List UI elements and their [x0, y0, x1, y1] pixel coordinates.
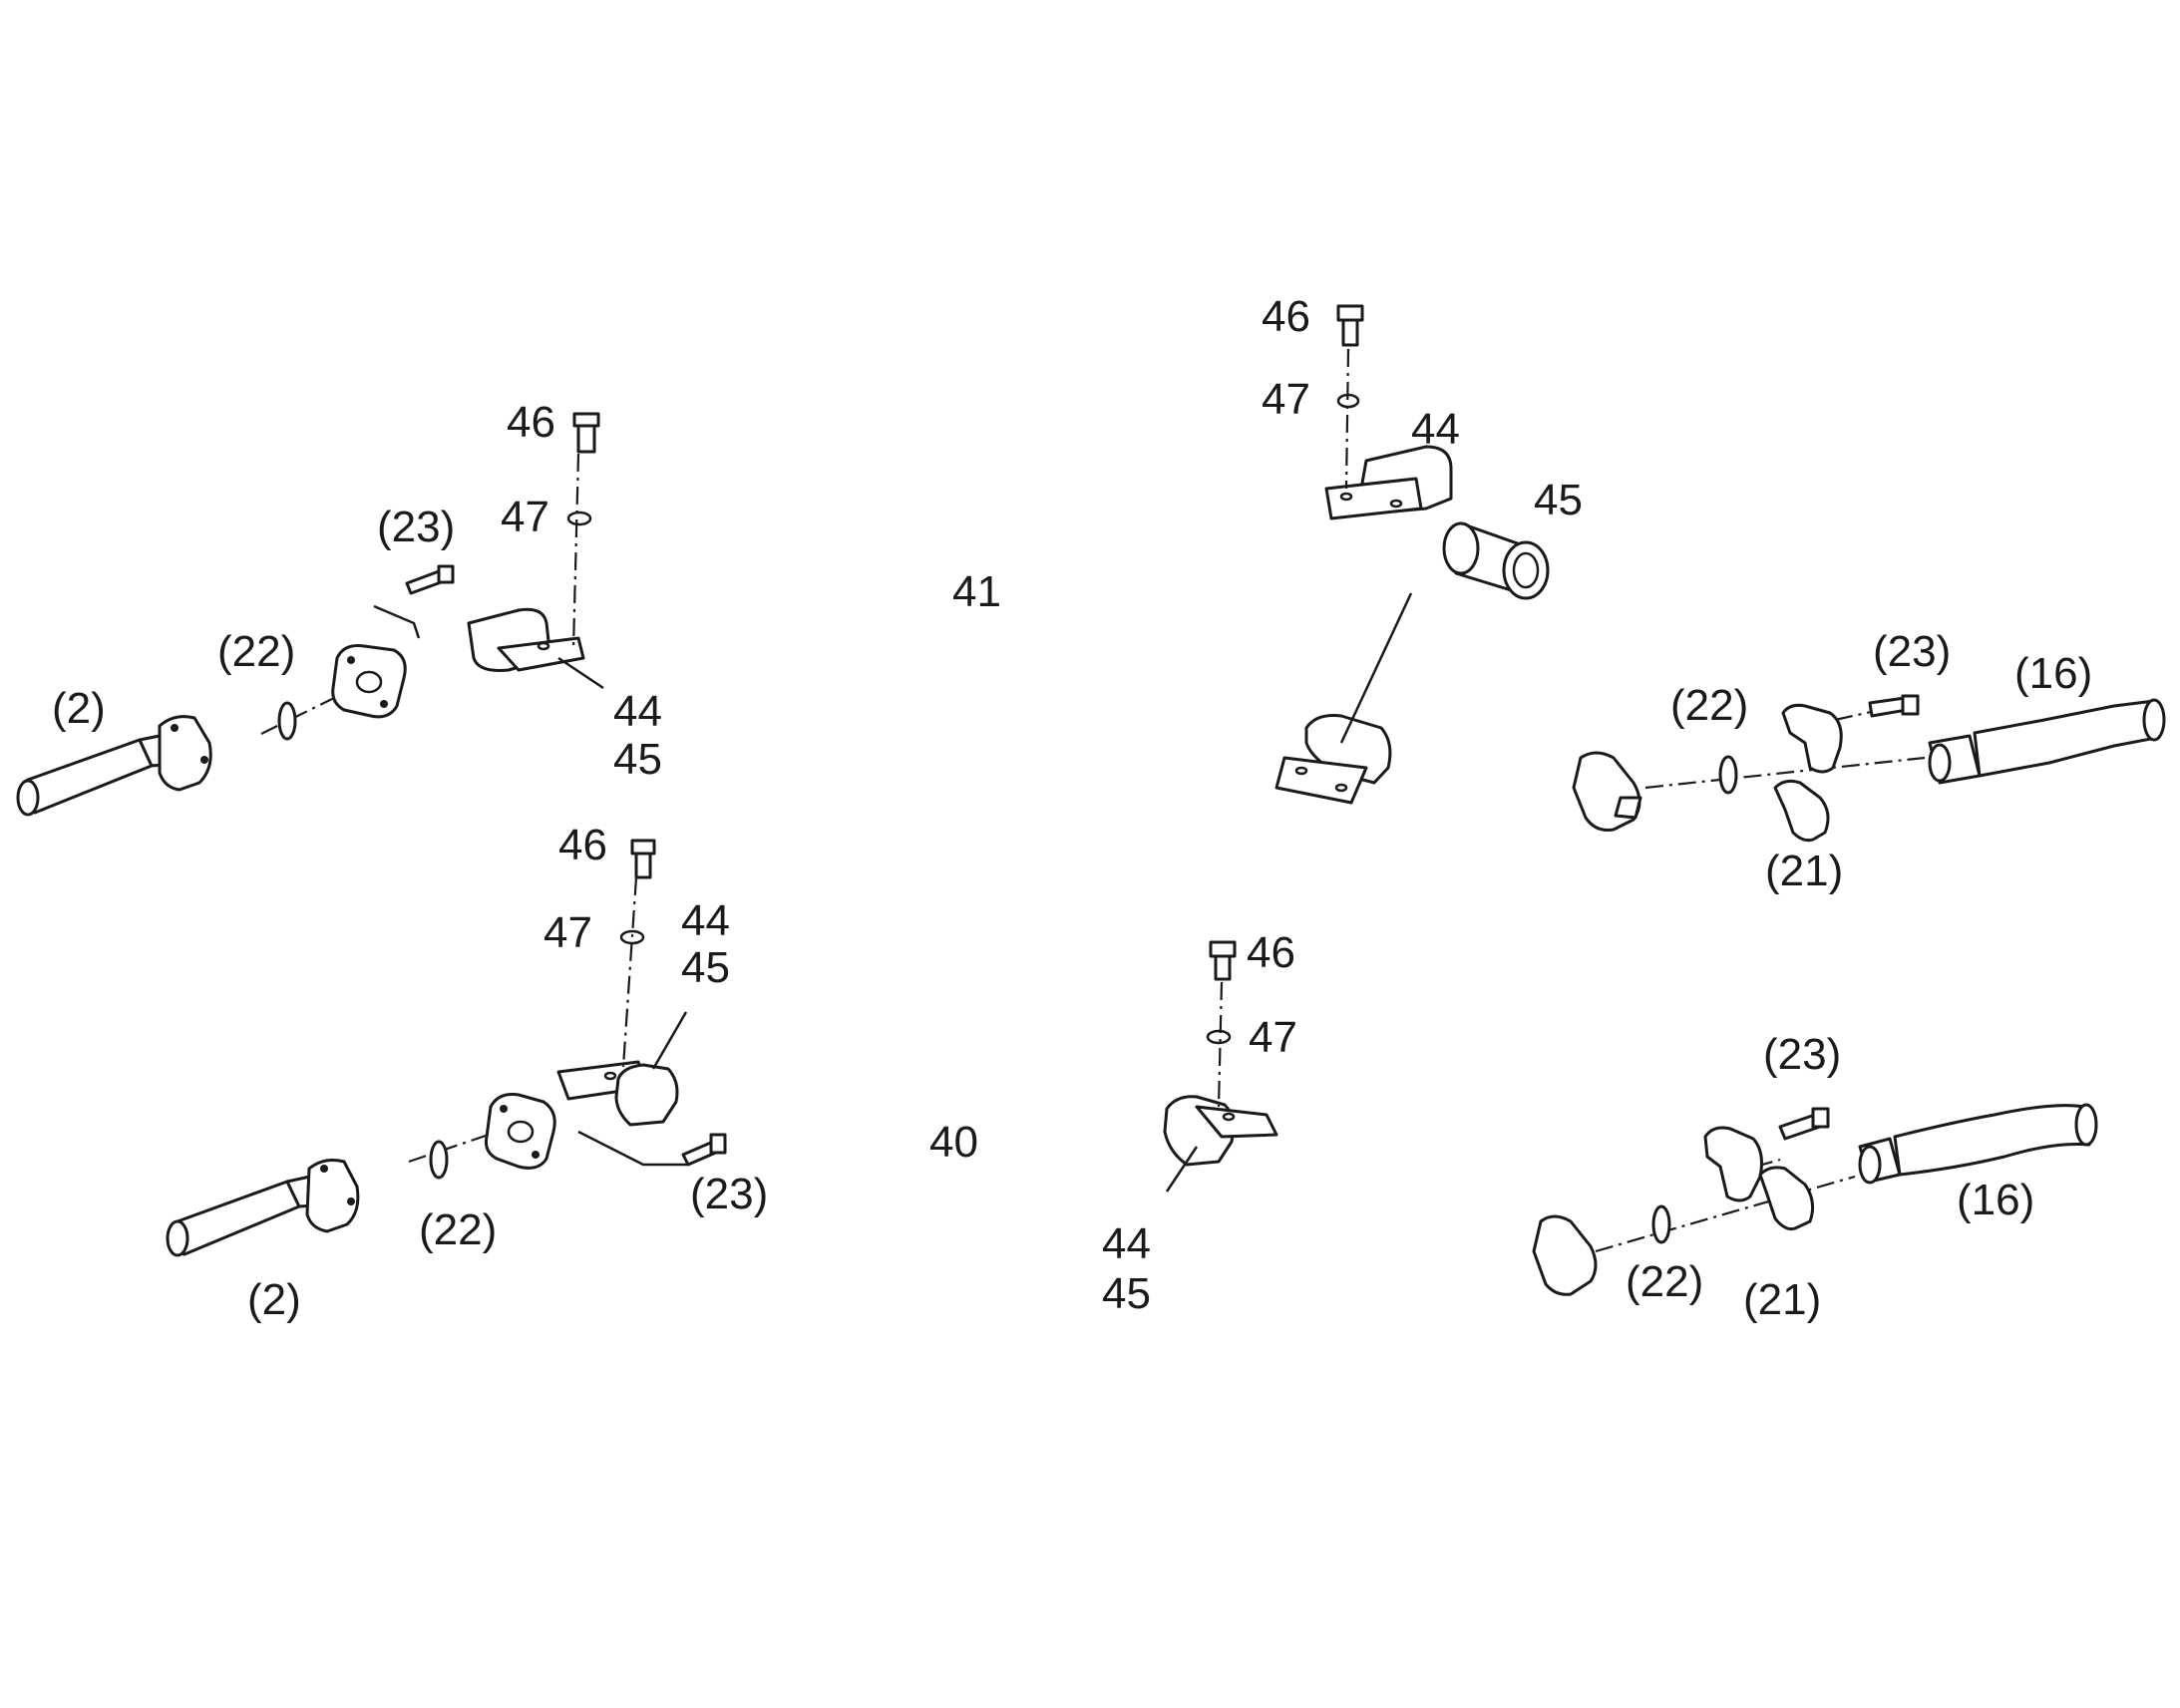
label-bottom-pipe-40: 40 — [929, 1118, 978, 1167]
oring-22-top-left — [277, 701, 297, 741]
label-top-sleeve-45-left: 45 — [613, 735, 662, 784]
washer-47-bottom-left — [619, 929, 645, 945]
axis-bottom-left-pipe — [408, 1133, 490, 1164]
label-top-oring-22-right: (22) — [1670, 681, 1748, 730]
bolt-23-top-right — [1868, 694, 1920, 718]
label-bottom-clamp-44-left: 44 — [681, 896, 730, 945]
label-bottom-bolt-23-right: (23) — [1763, 1030, 1841, 1079]
bolt-23-top-left — [405, 564, 455, 595]
flange-21-bottom-right — [1703, 1126, 1815, 1230]
label-top-bolt-23-right: (23) — [1873, 627, 1951, 676]
left-clamp-bottom — [556, 1060, 679, 1127]
label-top-screw-46-left: 46 — [507, 398, 555, 447]
washer-47-bottom-right — [1206, 1029, 1232, 1045]
screw-46-top-right — [1336, 304, 1364, 347]
label-bottom-bolt-23-left: (23) — [690, 1170, 768, 1218]
label-bottom-oring-22-right: (22) — [1626, 1257, 1703, 1306]
label-bottom-sleeve-45-right: 45 — [1102, 1269, 1151, 1318]
axis-top-right-pipe — [1644, 756, 1926, 790]
leader-bottom-bolt-left — [577, 1130, 688, 1167]
label-bottom-sleeve-45-left: 45 — [681, 943, 730, 992]
label-bottom-screw-46-left: 46 — [558, 821, 607, 869]
label-bottom-washer-47-left: 47 — [544, 908, 592, 957]
label-top-screw-46-right: 46 — [1262, 292, 1310, 341]
hose-16-top-right — [1928, 698, 2166, 785]
oring-22-bottom-left — [429, 1140, 449, 1180]
label-bottom-flange-21-right: (21) — [1743, 1275, 1821, 1324]
left-clamp-top — [467, 607, 585, 672]
oring-22-top-right — [1718, 755, 1738, 795]
pipe-40 — [524, 1031, 1551, 1301]
leader-bottom-44-45-right — [1165, 1146, 1199, 1193]
right-flange-bottom — [1532, 1214, 1598, 1296]
label-bottom-hose-16-right: (16) — [1957, 1176, 2034, 1224]
label-bottom-screw-46-right: 46 — [1247, 928, 1295, 977]
hose-2-bottom-left — [166, 1159, 360, 1257]
label-bottom-clamp-44-right: 44 — [1102, 1219, 1151, 1268]
label-bottom-hose-2-left: (2) — [247, 1275, 301, 1324]
label-top-washer-47-right: 47 — [1262, 375, 1310, 424]
label-top-hose-16-right: (16) — [2014, 649, 2092, 698]
label-top-oring-22-left: (22) — [217, 627, 295, 676]
leader-bottom-44-45-left — [651, 1011, 688, 1070]
label-top-washer-47-left: 47 — [501, 493, 549, 541]
left-flange-top — [331, 644, 407, 719]
oring-22-bottom-right — [1651, 1204, 1671, 1244]
axis-bottom-screw-right — [1217, 981, 1224, 1108]
label-top-clamp-44-left: 44 — [613, 687, 662, 736]
label-top-sleeve-45-right: 45 — [1534, 476, 1583, 524]
left-flange-bottom — [485, 1093, 556, 1170]
label-top-hose-2-left: (2) — [52, 684, 106, 733]
right-clamp-bottom — [1163, 1095, 1278, 1167]
right-flange-top — [1572, 751, 1642, 832]
label-top-pipe-41: 41 — [952, 567, 1001, 616]
right-clamp-top — [1274, 714, 1392, 805]
washer-47-top-left — [566, 511, 592, 526]
part-labels: 46 47 44 45 46 47 (23) (22) (2) 41 44 45… — [52, 292, 2092, 1324]
screw-46-bottom-left — [630, 839, 656, 879]
flange-21-top-right — [1773, 703, 1843, 843]
axis-top-left-pipe — [260, 697, 335, 735]
label-top-clamp-44-right: 44 — [1411, 405, 1460, 454]
axis-bottom-right-pipe — [1595, 1175, 1856, 1253]
label-top-flange-21-right: (21) — [1765, 847, 1843, 895]
label-bottom-oring-22-left: (22) — [419, 1205, 497, 1254]
pipe-40-assembly — [166, 839, 2098, 1301]
leader-top-44-45-left — [557, 656, 604, 690]
bolt-23-bottom-right — [1778, 1107, 1830, 1141]
hose-2-top-left — [16, 715, 212, 817]
label-top-bolt-23-left: (23) — [377, 503, 455, 551]
leader-top-bolt-left — [373, 604, 421, 639]
exploded-sleeve-45-top — [1442, 521, 1550, 600]
screw-46-bottom-right — [1209, 940, 1237, 981]
hose-16-bottom-right — [1858, 1103, 2098, 1185]
exploded-clamp-44-top — [1324, 445, 1453, 520]
axis-bottom-screw-left — [621, 876, 638, 1068]
axis-top-screw-right — [1344, 348, 1350, 490]
leader-top-44-45-right — [1339, 592, 1413, 744]
label-bottom-washer-47-right: 47 — [1249, 1013, 1297, 1062]
bolt-23-bottom-left — [681, 1133, 727, 1167]
pipe-41-assembly — [16, 304, 2166, 843]
screw-46-top-left — [572, 412, 600, 454]
